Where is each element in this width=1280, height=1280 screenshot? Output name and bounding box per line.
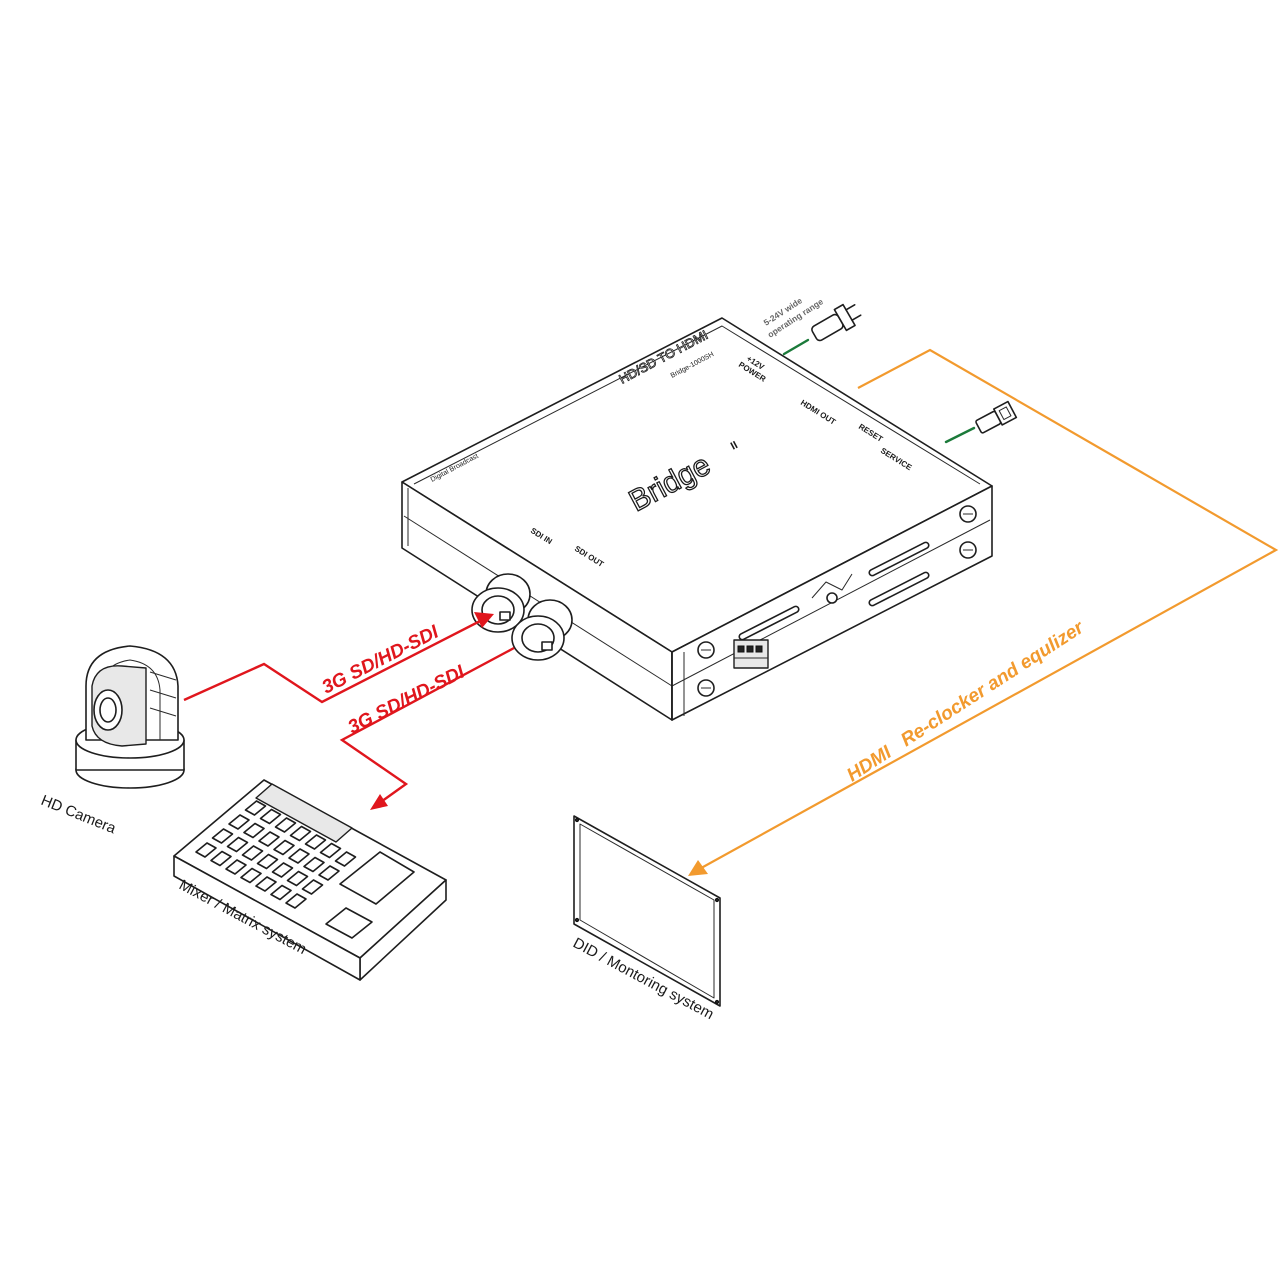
power-cable (782, 303, 862, 356)
mixer-button (255, 876, 277, 892)
mixer-button (244, 800, 267, 816)
mixer-button (288, 848, 310, 864)
mixer-button (259, 808, 282, 825)
usb-cable (944, 400, 1018, 444)
mixer-button (274, 817, 297, 833)
mixer-button (243, 822, 265, 839)
side-vents (738, 541, 930, 641)
mixer-button (289, 825, 312, 842)
mixer-button (273, 839, 295, 856)
mixer-button (240, 867, 262, 884)
converter-box: Bridge II HD/SD TO HDMI Bridge-1000SH Di… (401, 317, 993, 721)
mixer-button (318, 865, 340, 881)
brand-superscript: II (729, 439, 740, 452)
mixer-button (304, 834, 327, 850)
sdi-in-wire (183, 612, 494, 704)
mixer-button (319, 842, 342, 859)
hdmi-wire (688, 348, 1279, 876)
hdmi-arrowhead (688, 860, 708, 876)
sdi-out-arrowhead (370, 794, 388, 810)
mixer-button (303, 856, 325, 873)
mixer-button (301, 879, 324, 895)
monitor (573, 815, 721, 1007)
mixer-button (226, 836, 249, 853)
mixer-button (286, 870, 309, 887)
mixer-console (173, 779, 447, 981)
terminal-block (733, 639, 769, 669)
mixer-button (334, 851, 357, 867)
usb-plug (975, 400, 1018, 434)
hd-camera (75, 645, 185, 789)
camera-label: HD Camera (39, 792, 119, 838)
mixer-button (195, 842, 217, 858)
mixer-button (228, 814, 250, 830)
mixer-button (256, 853, 279, 870)
mixer-button (285, 893, 307, 909)
case-screws (697, 505, 977, 697)
power-plug (811, 303, 862, 342)
sdi-out-wire (339, 646, 515, 810)
sdi-out-bnc (511, 599, 573, 661)
mixer-button (225, 859, 247, 875)
mixer-button (210, 850, 232, 867)
hdmi-link-label: HDMI Re-clocker and equlizer (843, 616, 1089, 786)
mixer-button (271, 862, 294, 878)
sdi-in-bnc (471, 573, 531, 633)
mixer-button (211, 828, 234, 844)
mixer-button (258, 831, 280, 847)
mixer-buttons (195, 800, 357, 909)
bnc-connectors (471, 573, 573, 661)
mixer-button (270, 884, 292, 901)
mixer-button (241, 845, 264, 861)
